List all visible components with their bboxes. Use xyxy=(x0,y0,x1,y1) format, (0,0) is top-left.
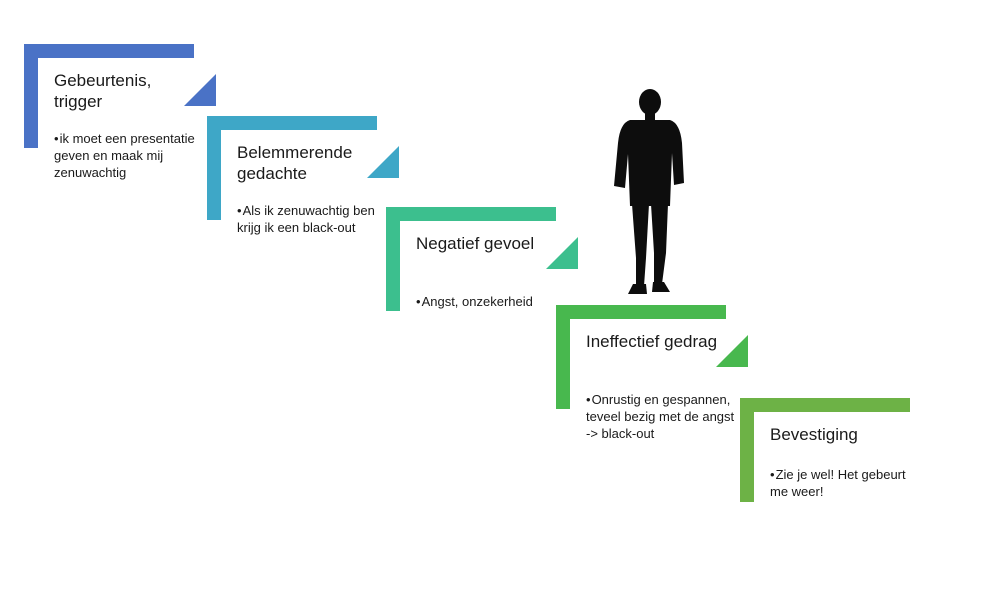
step-bar-left xyxy=(740,398,754,502)
step-description: Als ik zenuwachtig ben krijg ik een blac… xyxy=(237,203,375,235)
bullet-marker: • xyxy=(54,131,59,146)
step-title: Ineffectief gedrag xyxy=(586,332,718,351)
step-corner-triangle xyxy=(367,146,399,178)
step-description: Zie je wel! Het gebeurt me weer! xyxy=(770,467,906,499)
step-description-block: •Onrustig en gespannen, teveel bezig met… xyxy=(586,391,736,442)
step-corner-triangle xyxy=(546,237,578,269)
step-trigger: Gebeurtenis, trigger •ik moet een presen… xyxy=(24,44,234,244)
step-corner-triangle xyxy=(184,74,216,106)
step-description-block: •Zie je wel! Het gebeurt me weer! xyxy=(770,466,920,500)
step-bevestiging: Bevestiging •Zie je wel! Het gebeurt me … xyxy=(740,398,950,598)
step-bar-left xyxy=(556,305,570,409)
step-bar-top xyxy=(24,44,194,58)
step-title: Belemmerende gedachte xyxy=(237,143,353,183)
step-description: Onrustig en gespannen, teveel bezig met … xyxy=(586,392,735,441)
step-title: Negatief gevoel xyxy=(416,234,535,253)
step-title: Gebeurtenis, trigger xyxy=(54,71,152,111)
step-description-block: •Angst, onzekerheid xyxy=(416,293,566,310)
step-bar-top xyxy=(556,305,726,319)
step-title: Bevestiging xyxy=(770,425,858,444)
step-bar-left xyxy=(386,207,400,311)
step-description: Angst, onzekerheid xyxy=(421,294,533,309)
step-bar-top xyxy=(740,398,910,412)
step-bar-top xyxy=(207,116,377,130)
step-description-block: •ik moet een presentatie geven en maak m… xyxy=(54,130,204,181)
bullet-marker: • xyxy=(586,392,591,407)
step-description: ik moet een presentatie geven en maak mi… xyxy=(54,131,195,180)
bullet-marker: • xyxy=(416,294,421,309)
step-negatief-gevoel: Negatief gevoel •Angst, onzekerheid xyxy=(386,207,596,407)
step-corner-triangle xyxy=(716,335,748,367)
step-bar-left xyxy=(207,116,221,220)
bullet-marker: • xyxy=(770,467,775,482)
step-bar-top xyxy=(386,207,556,221)
step-belemmerende-gedachte: Belemmerende gedachte •Als ik zenuwachti… xyxy=(207,116,417,316)
walking-person-icon xyxy=(614,89,684,294)
bullet-marker: • xyxy=(237,203,242,218)
step-description-block: •Als ik zenuwachtig ben krijg ik een bla… xyxy=(237,202,387,236)
step-bar-left xyxy=(24,44,38,148)
step-ineffectief-gedrag: Ineffectief gedrag •Onrustig en gespanne… xyxy=(556,305,766,505)
